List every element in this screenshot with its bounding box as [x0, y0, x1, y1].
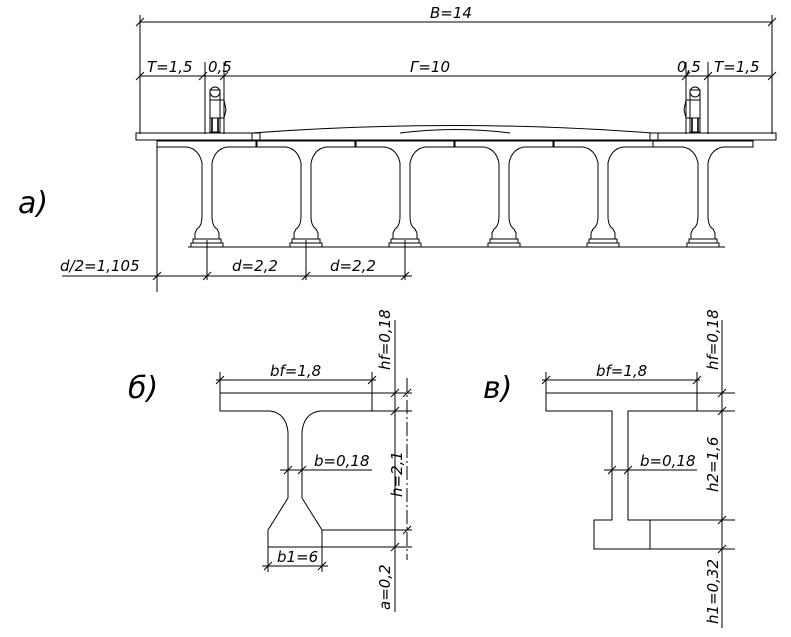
- d2-label: d=2,2: [330, 257, 376, 275]
- girder-1: [156, 140, 258, 248]
- girder-3: [354, 140, 456, 248]
- v-bf-label: bf=1,8: [596, 362, 647, 380]
- b-h-label: h=2,1: [388, 451, 406, 497]
- girder-5: [552, 140, 654, 248]
- right-railing: [683, 86, 701, 133]
- panel-a: а) B=14 T=1,5 0,5 Г=10 0,5 T=1,5: [18, 4, 777, 292]
- b-b1-label: b1=6: [277, 548, 318, 566]
- d1-label: d=2,2: [232, 257, 278, 275]
- panel-b: б) bf=1,8 b=0,18 b1=6 hf=0,18: [128, 309, 412, 612]
- deck-slab: [135, 125, 777, 141]
- girder-6: [652, 140, 754, 248]
- v-h1-label: h1=0,32: [704, 559, 722, 624]
- half-d-label: d/2=1,105: [60, 257, 140, 275]
- gap-right-label: 0,5: [677, 58, 701, 76]
- v-hf-label: hf=0,18: [704, 309, 722, 370]
- girder-2: [255, 140, 357, 248]
- v-h2-label: h2=1,6: [704, 437, 722, 492]
- panel-v-letter: в): [483, 371, 512, 406]
- left-railing: [209, 86, 227, 133]
- b-label: B=14: [430, 4, 472, 22]
- v-web-label: b=0,18: [640, 452, 696, 470]
- t-section-outline: [545, 392, 698, 550]
- panel-v: в) bf=1,8 b=0,18 hf=0,18 h2=1,6 h1=0,32: [483, 309, 735, 628]
- panel-a-letter: а): [18, 186, 48, 221]
- b-a-label: a=0,2: [376, 564, 394, 610]
- t-right-label: T=1,5: [714, 58, 760, 76]
- gap-left-label: 0,5: [208, 58, 232, 76]
- b-web-label: b=0,18: [314, 452, 370, 470]
- girder-row: [156, 140, 754, 248]
- girder-4: [453, 140, 555, 248]
- b-hf-label: hf=0,18: [376, 309, 394, 370]
- panel-b-letter: б): [128, 371, 158, 406]
- b-bf-label: bf=1,8: [270, 362, 321, 380]
- t-left-label: T=1,5: [147, 58, 193, 76]
- g-label: Г=10: [410, 58, 450, 76]
